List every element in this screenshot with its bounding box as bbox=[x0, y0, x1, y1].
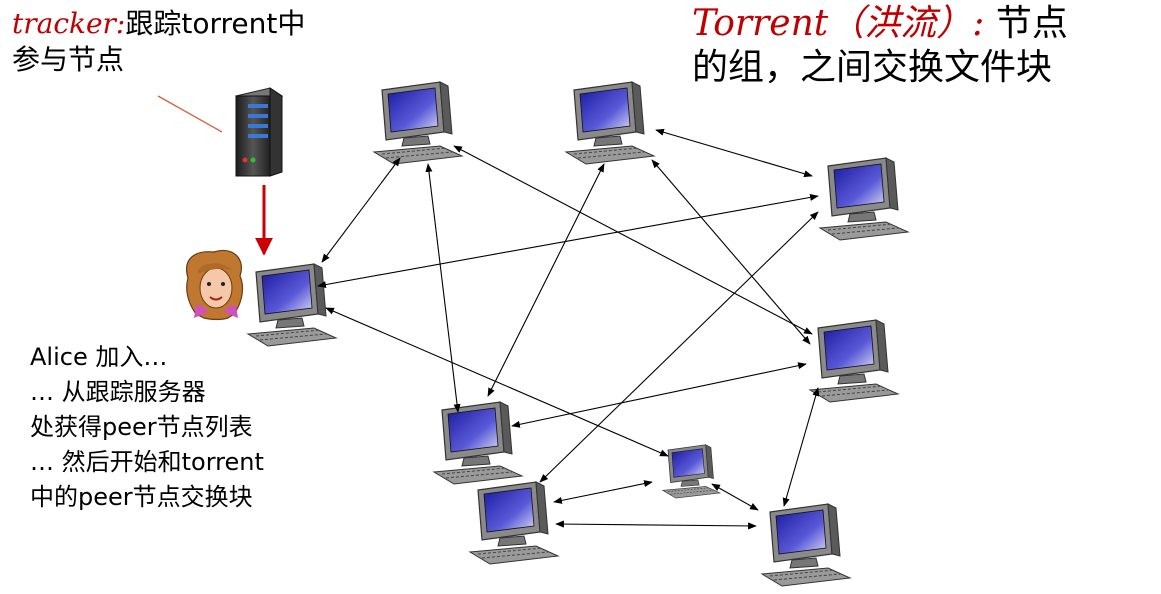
peer-connection-arrow bbox=[553, 480, 653, 504]
alice-line: 中的peer节点交换块 bbox=[30, 483, 253, 511]
server-icon bbox=[234, 87, 284, 177]
computer-icon bbox=[565, 81, 655, 165]
torrent-desc-line1: 节点 bbox=[984, 3, 1068, 44]
tracker-term: tracker: bbox=[12, 7, 126, 40]
peer-connection-arrow bbox=[453, 145, 813, 335]
computer-icon bbox=[433, 401, 523, 485]
tracker-desc-line1: 跟踪torrent中 bbox=[125, 7, 306, 40]
peer-connection-arrow bbox=[425, 163, 461, 413]
computer-icon bbox=[373, 81, 463, 165]
alice-line: … 然后开始和torrent bbox=[30, 448, 264, 476]
tracker-connector-line bbox=[157, 95, 223, 133]
peer-connection-arrow bbox=[487, 163, 605, 397]
peer-connection-arrow bbox=[539, 211, 819, 483]
peer-connection-arrow bbox=[655, 128, 813, 178]
computer-icon bbox=[809, 319, 899, 403]
peer-connection-arrow bbox=[325, 307, 669, 457]
alice-line: 处获得peer节点列表 bbox=[30, 413, 253, 441]
computer-icon bbox=[761, 503, 851, 587]
tracker-description: tracker:跟踪torrent中 参与节点 bbox=[12, 6, 305, 78]
peer-connections bbox=[317, 128, 820, 530]
alice-line: Alice 加入… bbox=[30, 343, 168, 371]
peer-connection-arrow bbox=[317, 193, 819, 289]
peer-connection-arrow bbox=[321, 157, 401, 263]
computer-icon bbox=[247, 263, 337, 347]
peer-connection-arrow bbox=[555, 520, 757, 530]
computer-icon bbox=[662, 444, 721, 499]
peer-connection-arrow bbox=[711, 483, 759, 511]
alice-line: … 从跟踪服务器 bbox=[30, 378, 206, 406]
peer-connection-arrow bbox=[651, 159, 811, 345]
peer-connection-arrow bbox=[511, 362, 807, 428]
torrent-term: Torrent（洪流）: bbox=[692, 3, 985, 44]
torrent-description: Torrent（洪流）: 节点 的组，之间交换文件块 bbox=[692, 2, 1068, 90]
alice-description: Alice 加入… … 从跟踪服务器 处获得peer节点列表 … 然后开始和to… bbox=[30, 340, 264, 515]
peer-connection-arrow bbox=[782, 387, 820, 507]
torrent-desc-line2: 的组，之间交换文件块 bbox=[692, 47, 1053, 88]
tracker-desc-line2: 参与节点 bbox=[12, 43, 125, 76]
computer-icon bbox=[469, 481, 559, 565]
computer-icon bbox=[819, 157, 909, 241]
alice-avatar-icon bbox=[186, 249, 244, 321]
